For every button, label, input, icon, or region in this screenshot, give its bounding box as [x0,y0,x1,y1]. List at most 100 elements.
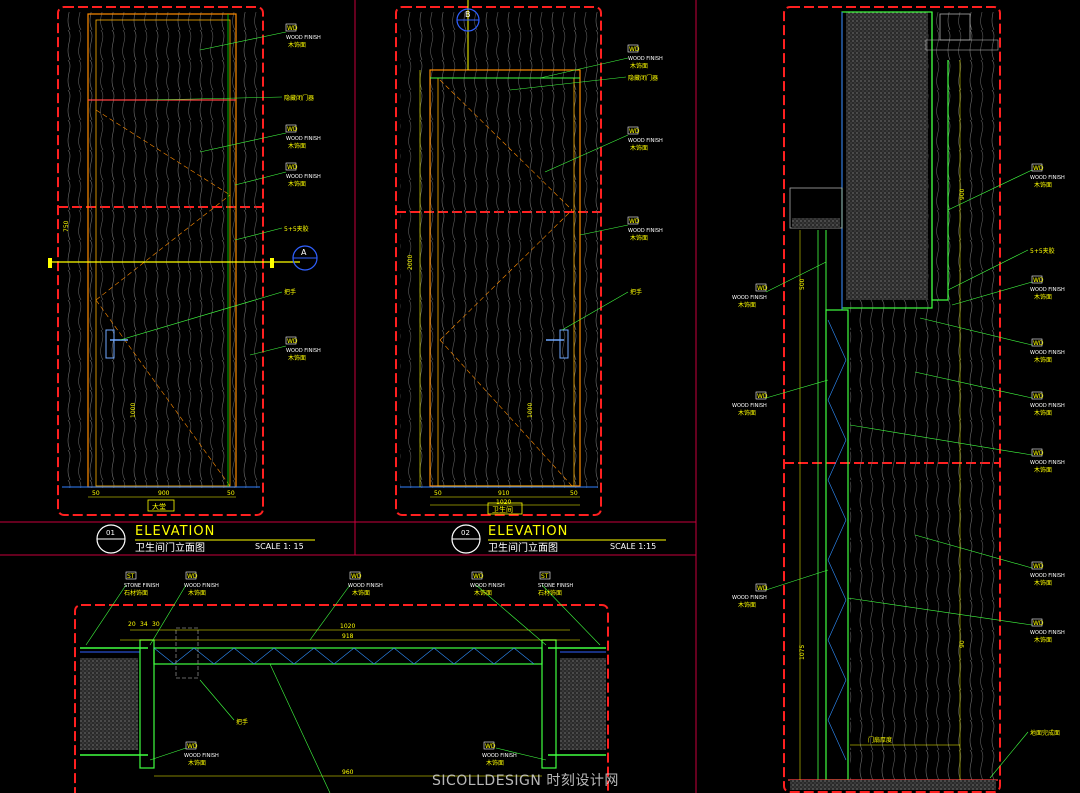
section-dim-4: 90 [959,640,966,648]
elev2-number: 02 [461,529,470,537]
sec-tag-r4-cn: 木饰面 [1034,409,1052,417]
sec-tag-r1-code: WD [1033,165,1044,172]
elevation-01-drawing: A 900 50 50 大堂 1000 750 [48,6,318,516]
elev2-tag-3-cn: 木饰面 [630,234,648,242]
plan-tag-wd2-cn: 木饰面 [352,589,370,597]
elev1-tag-1-en: WOOD FINISH [286,35,321,41]
plan-tag-st1-en: STONE FINISH [124,583,159,589]
sec-tag-r7-code: WD [1033,620,1044,627]
plan-tag-wd3-en: WOOD FINISH [470,583,505,589]
sec-tag-l3-en: WOOD FINISH [732,595,767,601]
sec-tag-r2-code: WD [1033,277,1044,284]
elev2-dim-right: 50 [570,490,578,497]
elev1-tag-3-en: WOOD FINISH [286,174,321,180]
sec-tag-r2-cn: 木饰面 [1034,293,1052,301]
elev2-dim-left: 50 [434,490,442,497]
sec-tag-r3-cn: 木饰面 [1034,356,1052,364]
plan-dim-small-1: 20 [128,621,136,628]
plan-section-drawing: 1020 918 960 20 34 30 把手 [74,604,609,793]
plan-tag-st2-code: ST [541,573,549,580]
sec-tag-r6-code: WD [1033,563,1044,570]
sec-tag-l2-cn: 木饰面 [738,409,756,417]
elev1-door-closer: 隐藏闭门器 [284,94,314,102]
elev1-tag-3-code: WD [287,164,298,171]
plan-tag-wd4-code: WD [187,743,198,750]
elev1-room-label: 大堂 [152,502,166,511]
elev1-dim-h2: 750 [63,220,70,232]
plan-callouts: ST STONE FINISH 石材饰面 WD WOOD FINISH 木饰面 … [85,571,601,767]
sec-floor-finish: 地面完成面 [1030,729,1060,737]
elev2-tag-2-en: WOOD FINISH [628,138,663,144]
section-dim-2: 500 [799,278,806,290]
sec-tag-r5-code: WD [1033,450,1044,457]
sec-tag-l3-code: WD [757,585,768,592]
elev2-tag-2-code: WD [629,128,640,135]
elev1-tag-3-cn: 木饰面 [288,180,306,188]
sec-tag-r3-code: WD [1033,340,1044,347]
elev1-tag-2-en: WOOD FINISH [286,136,321,142]
plan-tag-wd4-en: WOOD FINISH [184,753,219,759]
elev2-room-label: 卫生间 [492,505,513,514]
plan-dim-bottom: 960 [342,769,354,776]
elev1-tag-1-code: WD [287,25,298,32]
sec-tag-r4-code: WD [1033,393,1044,400]
elev2-scale: SCALE 1:15 [610,542,656,551]
plan-tag-wd3-cn: 木饰面 [474,589,492,597]
sec-tag-r5-en: WOOD FINISH [1030,460,1065,466]
sec-tag-r5-cn: 木饰面 [1034,466,1052,474]
plan-handle: 把手 [236,718,248,726]
plan-dim-small-3: 30 [152,621,160,628]
plan-tag-wd1-code: WD [187,573,198,580]
plan-tag-wd3-code: WD [473,573,484,580]
plan-tag-wd5-code: WD [485,743,496,750]
elev1-dim-left: 50 [92,490,100,497]
elev2-dim-total: 1020 [496,499,511,506]
sec-tag-l1-code: WD [757,285,768,292]
elev2-tag-3-en: WOOD FINISH [628,228,663,234]
plan-dim-top: 1020 [340,623,355,630]
elev1-tag-1-cn: 木饰面 [288,41,306,49]
sec-tag-r1-en: WOOD FINISH [1030,175,1065,181]
elev2-handle: 把手 [630,288,642,296]
sec-tag-r3-en: WOOD FINISH [1030,350,1065,356]
watermark: SICOLLDESIGN 时刻设计网 [432,773,619,789]
elev1-dim-width: 900 [158,490,170,497]
plan-tag-wd5-cn: 木饰面 [486,759,504,767]
elev2-tag-1-en: WOOD FINISH [628,56,663,62]
sec-tag-l1-cn: 木饰面 [738,301,756,309]
plan-tag-st2-cn: 石材饰面 [538,589,562,597]
elev1-subtitle: 卫生间门立面图 [135,541,205,554]
section-dim-1: 900 [959,188,966,200]
elev1-tag-2-cn: 木饰面 [288,142,306,150]
vertical-section-callouts: WD WOOD FINISH 木饰面 5+5夹胶 WD WOOD FINISH … [732,163,1065,779]
sec-tag-r1-cn: 木饰面 [1034,181,1052,189]
elev1-tag-2-code: WD [287,126,298,133]
plan-tag-st1-code: ST [127,573,135,580]
elev1-scale: SCALE 1: 15 [255,542,304,551]
section-leaf-thickness: 门扇厚度 [868,736,892,744]
sec-tag-r6-en: WOOD FINISH [1030,573,1065,579]
plan-tag-wd2-en: WOOD FINISH [348,583,383,589]
sec-glass: 5+5夹胶 [1030,247,1055,255]
elev2-title: ELEVATION [488,524,568,539]
plan-tag-wd4-cn: 木饰面 [188,759,206,767]
plan-tag-st2-en: STONE FINISH [538,583,573,589]
sec-tag-r7-cn: 木饰面 [1034,636,1052,644]
plan-tag-wd1-en: WOOD FINISH [184,583,219,589]
vertical-section-drawing: 900 500 1075 90 门扇厚度 [783,6,1001,793]
elev1-title: ELEVATION [135,524,215,539]
sheet-dividers [0,0,697,793]
sec-tag-r4-en: WOOD FINISH [1030,403,1065,409]
plan-tag-st1-cn: 石材饰面 [124,589,148,597]
elev2-door-closer: 隐藏闭门器 [628,74,658,82]
elev2-dim-width: 910 [498,490,510,497]
elevation-02-title-block: 02 ELEVATION 卫生间门立面图 SCALE 1:15 [451,524,666,554]
elev1-tag-4-cn: 木饰面 [288,354,306,362]
elevation-01-title-block: 01 ELEVATION 卫生间门立面图 SCALE 1: 15 [96,524,315,554]
elev2-dim-h2: 1000 [527,403,534,418]
sec-tag-l2-code: WD [757,393,768,400]
elev2-subtitle: 卫生间门立面图 [488,541,558,554]
elev1-dim-right: 50 [227,490,235,497]
elev1-tag-4-en: WOOD FINISH [286,348,321,354]
elev2-tag-1-cn: 木饰面 [630,62,648,70]
